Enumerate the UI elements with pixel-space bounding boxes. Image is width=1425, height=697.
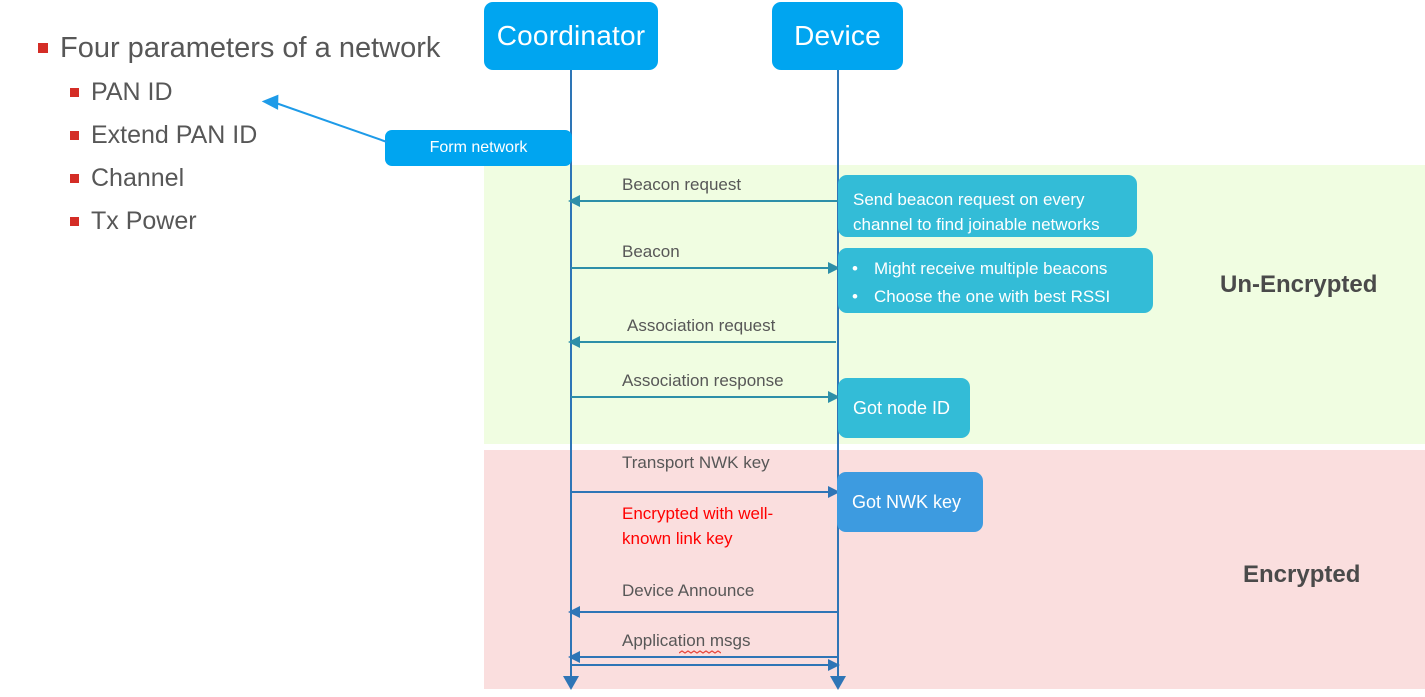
bullet-label: Tx Power [91,207,197,235]
lifeline-coordinator-arrowhead-icon [563,676,579,690]
message-arrowhead-application-msgs-inbound [568,651,580,663]
bullet-label: Channel [91,164,185,192]
actor-coordinator-label: Coordinator [496,20,646,51]
form-network-callout: Form network [385,130,572,166]
message-line-transport-nwk-key [571,491,831,493]
note-send-beacon-request-text: Send beacon request on every channel to … [853,190,1100,234]
message-label-beacon: Beacon [622,242,680,261]
band-label-unencrypted: Un-Encrypted [1220,271,1378,298]
message-label-association-request: Association request [627,316,776,335]
note-beacon-selection: Might receive multiple beacons Choose th… [838,248,1153,313]
note-beacon-selection-item: Choose the one with best RSSI [848,283,1143,311]
note-got-nwk-key-text: Got NWK key [852,491,962,512]
bullet-item-0: Four parameters of a network [38,26,478,71]
lifeline-device [837,70,839,676]
message-line-beacon-request [578,200,838,202]
annotation-encrypted-link-key: Encrypted with well-known link key [622,504,774,548]
bullet-item-2: Extend PAN ID [70,114,478,157]
spellcheck-squiggle-icon [679,650,721,654]
lifeline-device-arrowhead-icon [830,676,846,690]
note-got-node-id-text: Got node ID [853,397,951,418]
message-label-beacon-request: Beacon request [622,175,742,194]
parameter-bullet-list: Four parameters of a network PAN ID Exte… [38,26,478,243]
message-line-beacon [571,267,831,269]
message-line-association-request [578,341,836,343]
bullet-label: Extend PAN ID [91,121,258,149]
message-label-transport-nwk-key: Transport NWK key [622,453,770,472]
note-got-node-id: Got node ID [838,378,970,438]
form-network-label: Form network [429,139,528,156]
note-got-nwk-key: Got NWK key [837,472,983,532]
bullet-item-3: Channel [70,157,478,200]
bullet-item-1: PAN ID [70,71,478,114]
message-label-device-announce: Device Announce [622,581,755,600]
note-send-beacon-request: Send beacon request on every channel to … [838,175,1137,237]
message-label-application-msgs: Application msgs [622,631,751,650]
message-arrowhead-beacon-request [568,195,580,207]
square-bullet-icon [38,43,48,53]
square-bullet-icon [70,217,79,226]
message-line-application-msgs-outbound [571,664,830,666]
square-bullet-icon [70,131,79,140]
message-arrowhead-beacon [828,262,840,274]
bullet-label: Four parameters of a network [60,32,441,64]
message-label-association-response: Association response [622,371,784,390]
bullet-label: PAN ID [91,78,173,106]
square-bullet-icon [70,174,79,183]
actor-coordinator: Coordinator [484,2,658,70]
message-line-association-response [571,396,831,398]
message-line-application-msgs-inbound [578,656,837,658]
message-line-device-announce [578,611,837,613]
actor-device-label: Device [794,20,881,51]
message-arrowhead-application-msgs-outbound [828,659,840,671]
message-arrowhead-association-response [828,391,840,403]
actor-device: Device [772,2,903,70]
band-label-encrypted: Encrypted [1243,561,1361,588]
note-beacon-selection-list: Might receive multiple beacons Choose th… [848,255,1143,311]
message-arrowhead-device-announce [568,606,580,618]
lifeline-coordinator [570,70,572,676]
note-beacon-selection-item: Might receive multiple beacons [848,255,1143,283]
square-bullet-icon [70,88,79,97]
message-arrowhead-association-request [568,336,580,348]
bullet-item-4: Tx Power [70,200,478,243]
